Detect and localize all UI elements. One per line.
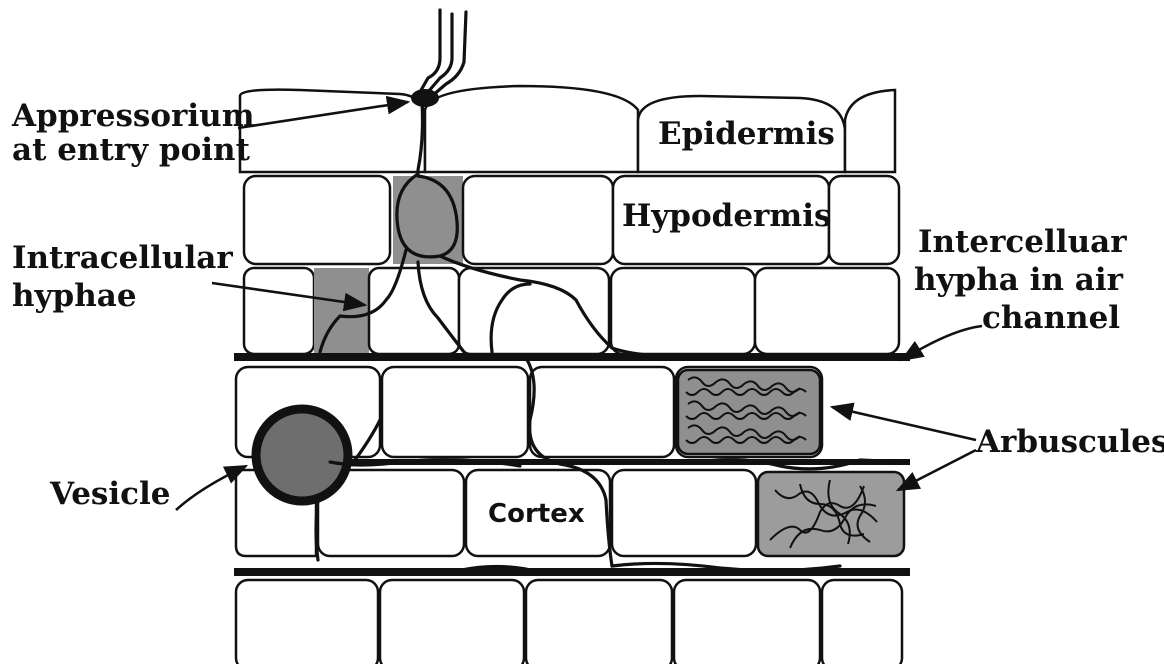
air-channel-upper [234, 353, 910, 361]
appressorium [411, 89, 439, 107]
label-cortex: Cortex [488, 499, 585, 529]
label-appressorium: Appressorium [11, 98, 255, 134]
vesicle [256, 409, 348, 501]
label-intercellular-sub2: channel [982, 300, 1120, 336]
label-epidermis: Epidermis [658, 116, 835, 152]
cortex-row-4 [236, 580, 902, 664]
label-intercellular-sub: hypha in air [914, 262, 1124, 298]
cortex-row-3 [318, 470, 904, 556]
arrow-intercellular [902, 326, 982, 360]
label-arbuscules: Arbuscules [975, 424, 1164, 460]
outer-cortex-row [244, 268, 899, 354]
label-intracellular-sub: hyphae [12, 278, 137, 314]
label-hypodermis: Hypodermis [622, 198, 831, 234]
label-intercellular: Intercelluar [918, 224, 1127, 260]
label-intracellular: Intracellular [12, 240, 233, 276]
arrow-arbuscule-lower [898, 450, 976, 490]
arrow-arbuscule-upper [832, 407, 976, 440]
label-appressorium-sub: at entry point [12, 132, 251, 168]
label-vesicle: Vesicle [49, 476, 171, 512]
